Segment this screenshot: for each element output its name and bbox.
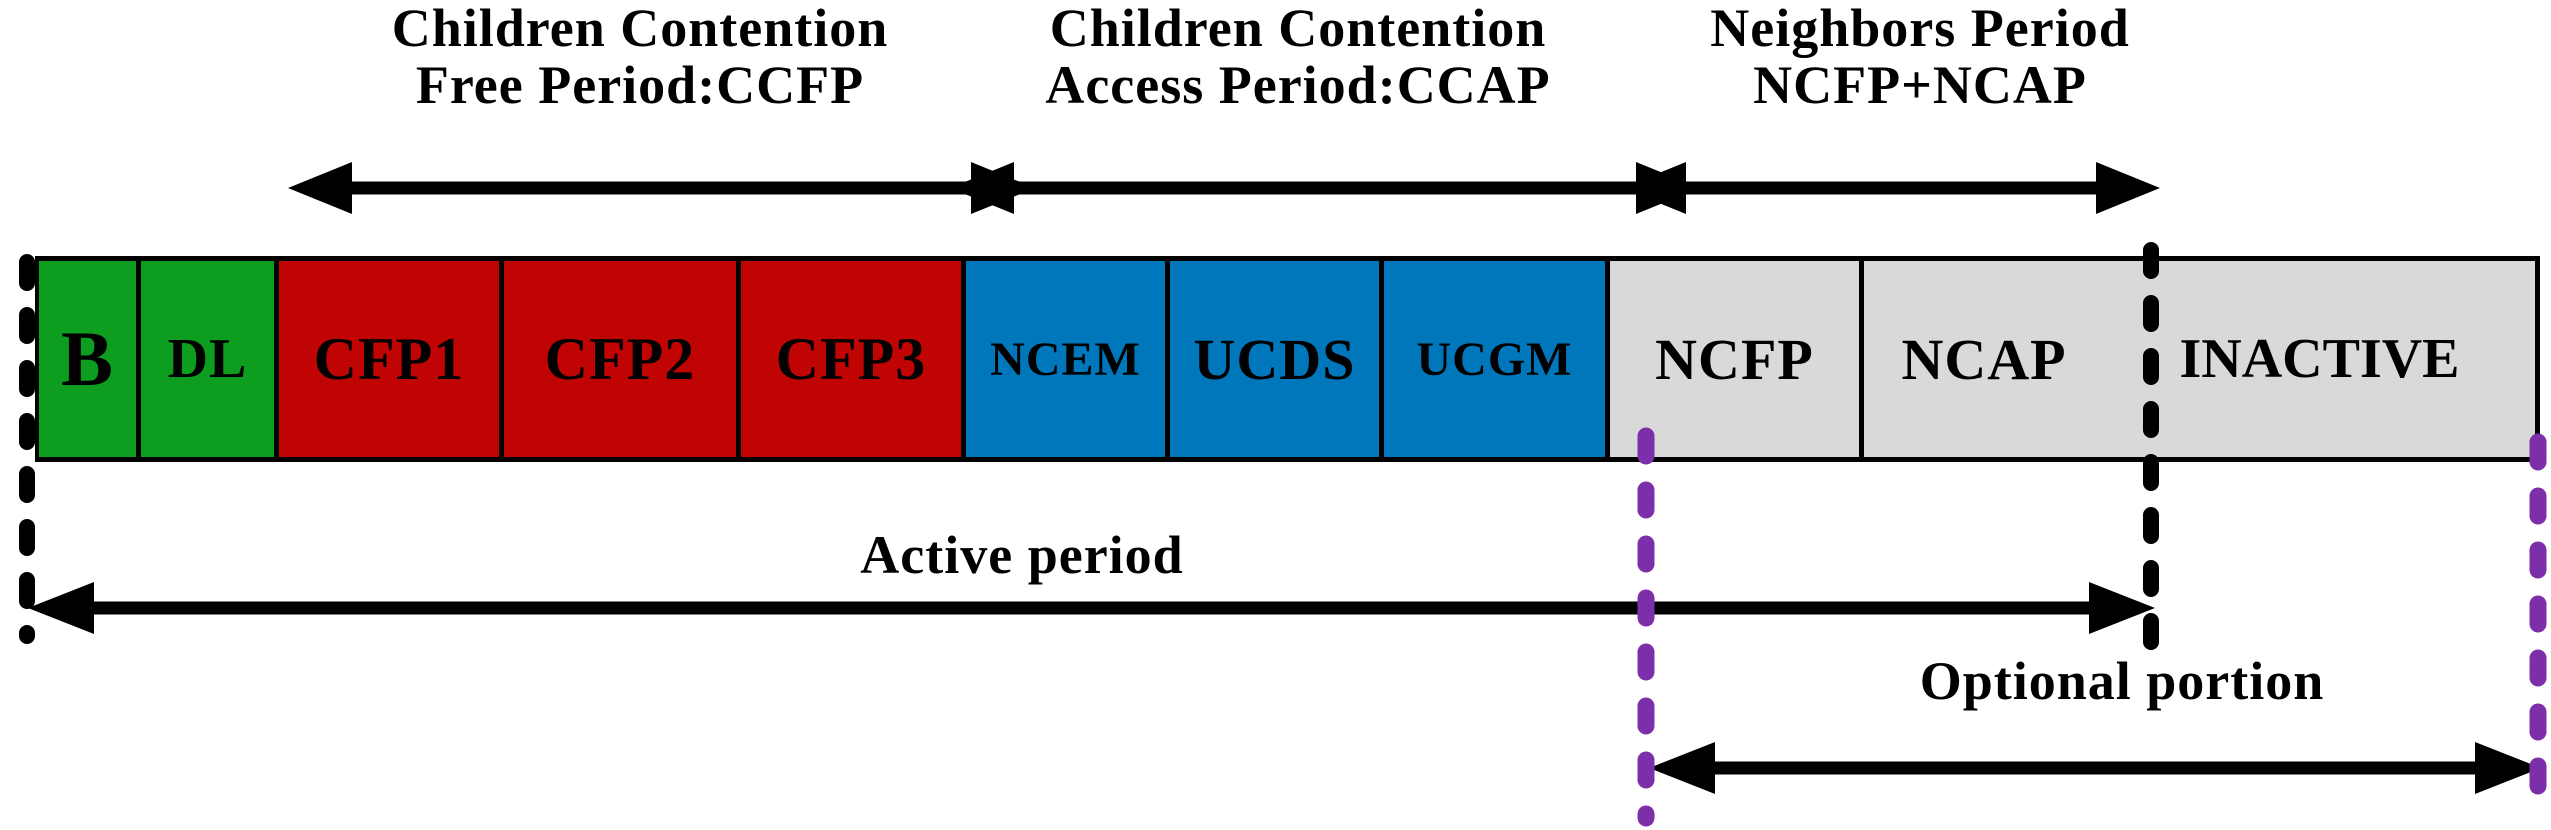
segment-ncem: NCEM	[966, 261, 1170, 457]
segment-beacon-label: B	[60, 315, 115, 402]
segment-beacon: B	[39, 261, 141, 457]
active-period-arrow	[28, 582, 2155, 634]
ccap-period-label-line2: Access Period:CCAP	[1045, 55, 1551, 115]
neighbors-period-label: Neighbors Period NCFP+NCAP	[1710, 0, 2129, 114]
segment-ncfp-label: NCFP	[1655, 326, 1814, 392]
active-period-label: Active period	[860, 525, 1184, 585]
segment-cfp1-label: CFP1	[313, 325, 465, 392]
ccap-period-label: Children Contention Access Period:CCAP	[1045, 0, 1550, 114]
segment-ucds-label: UCDS	[1193, 326, 1356, 392]
ccfp-period-label-line1: Children Contention	[391, 0, 889, 58]
segment-dl-label: DL	[167, 328, 248, 390]
segment-cfp1: CFP1	[279, 261, 504, 457]
neighbors-range-arrow	[1622, 162, 2160, 214]
segment-cfp3: CFP3	[741, 261, 966, 457]
optional-portion-label: Optional portion	[1919, 651, 2325, 711]
segment-ncem-label: NCEM	[990, 332, 1141, 386]
ccfp-period-label: Children Contention Free Period:CCFP	[392, 0, 889, 114]
neighbors-period-label-line2: NCFP+NCAP	[1753, 55, 2087, 115]
segment-cfp2-label: CFP2	[544, 325, 696, 392]
segment-ncfp: NCFP	[1610, 261, 1864, 457]
segment-ucgm: UCGM	[1384, 261, 1610, 457]
superframe-bar: B DL CFP1 CFP2 CFP3 NCEM UCDS UCGM NCFP …	[35, 256, 2540, 462]
segment-ncap: NCAP	[1864, 261, 2104, 457]
ccap-period-label-line1: Children Contention	[1049, 0, 1547, 58]
ccfp-range-arrow	[288, 162, 1035, 214]
optional-portion-arrow	[1649, 742, 2541, 794]
segment-cfp3-label: CFP3	[775, 325, 927, 392]
segment-inactive-label: INACTIVE	[2179, 328, 2460, 390]
segment-dl: DL	[141, 261, 279, 457]
neighbors-period-label-line1: Neighbors Period	[1710, 0, 2130, 58]
segment-ucds: UCDS	[1170, 261, 1384, 457]
segment-cfp2: CFP2	[504, 261, 741, 457]
ccfp-period-label-line2: Free Period:CCFP	[415, 55, 865, 115]
ccap-range-arrow	[950, 162, 1700, 214]
segment-inactive: INACTIVE	[2104, 261, 2535, 457]
segment-ucgm-label: UCGM	[1416, 332, 1573, 386]
segment-ncap-label: NCAP	[1901, 326, 2067, 392]
